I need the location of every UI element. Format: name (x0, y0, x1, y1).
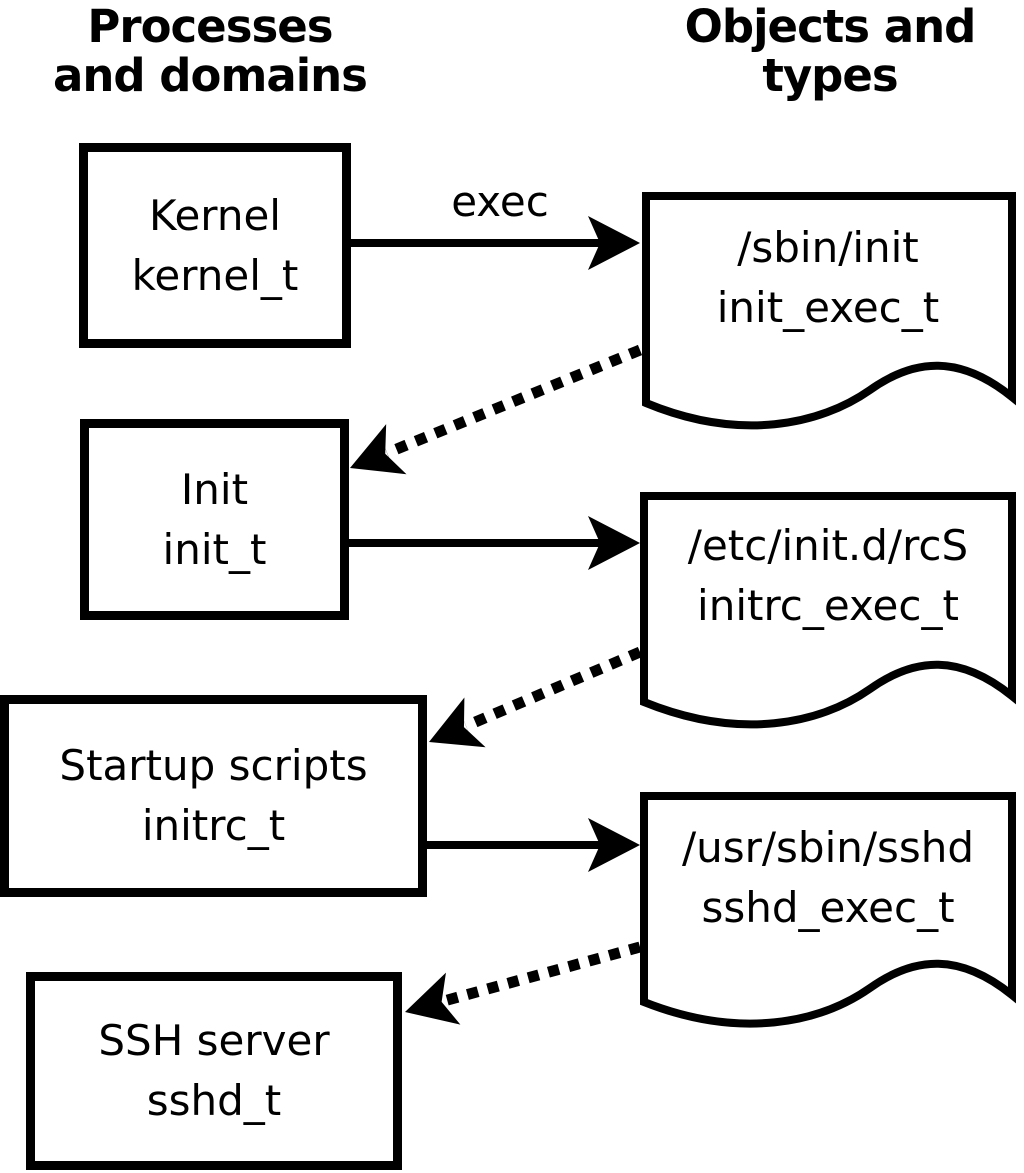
transition-arrow-init-exec-to-init (350, 344, 643, 475)
right-column-header: Objects and types (630, 2, 1024, 100)
object-type: sshd_exec_t (701, 883, 955, 932)
right-header-line1: Objects and (684, 0, 977, 53)
right-header-line2: types (762, 49, 898, 102)
process-box-init: Init init_t (80, 419, 349, 620)
transition-arrow-sshd-exec-to-sshd (405, 941, 642, 1025)
exec-arrow-initrc-to-sshd-exec (427, 818, 640, 872)
process-name: Init (180, 464, 249, 514)
document-label-init-exec: /sbin/init init_exec_t (640, 218, 1016, 338)
document-shape-initrc-exec (640, 492, 1016, 729)
exec-arrow-init-to-initrc-exec (349, 516, 640, 570)
process-domain: initrc_t (141, 801, 286, 850)
document-shape-sshd-exec (640, 792, 1016, 1028)
process-box-ssh-server: SSH server sshd_t (26, 972, 402, 1170)
object-type: initrc_exec_t (697, 581, 959, 630)
process-box-kernel: Kernel kernel_t (79, 143, 351, 348)
left-column-header: Processes and domains (10, 2, 410, 100)
object-path: /sbin/init (737, 223, 919, 272)
process-box-startup-scripts: Startup scripts initrc_t (0, 695, 427, 897)
document-label-initrc-exec: /etc/init.d/rcS initrc_exec_t (640, 516, 1016, 636)
left-header-line2: and domains (53, 49, 368, 102)
process-domain: sshd_t (146, 1076, 282, 1125)
document-label-sshd-exec: /usr/sbin/sshd sshd_exec_t (640, 818, 1016, 938)
object-type: init_exec_t (716, 283, 940, 332)
exec-arrow-kernel-to-init-exec (351, 216, 640, 270)
left-header-line1: Processes (87, 0, 333, 53)
process-name: SSH server (98, 1016, 330, 1065)
object-path: /etc/init.d/rcS (687, 521, 969, 570)
object-path: /usr/sbin/sshd (681, 823, 975, 872)
process-domain: init_t (162, 524, 267, 574)
process-name: Startup scripts (59, 741, 368, 790)
process-name: Kernel (149, 190, 281, 240)
process-domain: kernel_t (131, 250, 299, 300)
exec-arrow-label: exec (451, 177, 549, 226)
document-shape-init-exec (642, 192, 1016, 430)
transition-arrow-initrc-exec-to-initrc (429, 646, 643, 748)
